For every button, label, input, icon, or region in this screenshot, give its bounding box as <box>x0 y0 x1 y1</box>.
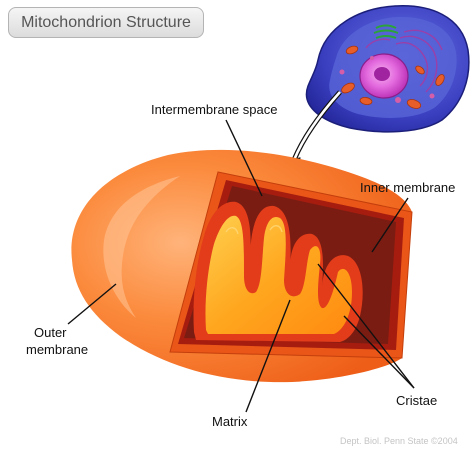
mitochondrion <box>71 149 413 383</box>
label-matrix: Matrix <box>212 414 248 429</box>
animal-cell <box>305 5 470 133</box>
nucleolus-icon <box>374 67 390 81</box>
vesicle-icons <box>339 56 435 103</box>
label-outer-membrane-line1: Outer <box>34 325 67 340</box>
cell-mitochondria-icon <box>341 45 445 109</box>
endoplasmic-reticulum-icon <box>365 29 443 93</box>
leader-lines <box>67 119 415 413</box>
label-cristae: Cristae <box>396 393 438 408</box>
golgi-icon <box>373 24 399 39</box>
label-intermembrane-space: Intermembrane space <box>151 102 278 117</box>
matrix-shape <box>205 215 352 334</box>
title-box: Mitochondrion Structure <box>8 7 204 38</box>
diagram-title: Mitochondrion Structure <box>21 14 191 31</box>
credit-text: Dept. Biol. Penn State ©2004 <box>340 436 458 446</box>
label-outer-membrane-line2: membrane <box>26 342 89 357</box>
label-inner-membrane: Inner membrane <box>360 180 456 195</box>
